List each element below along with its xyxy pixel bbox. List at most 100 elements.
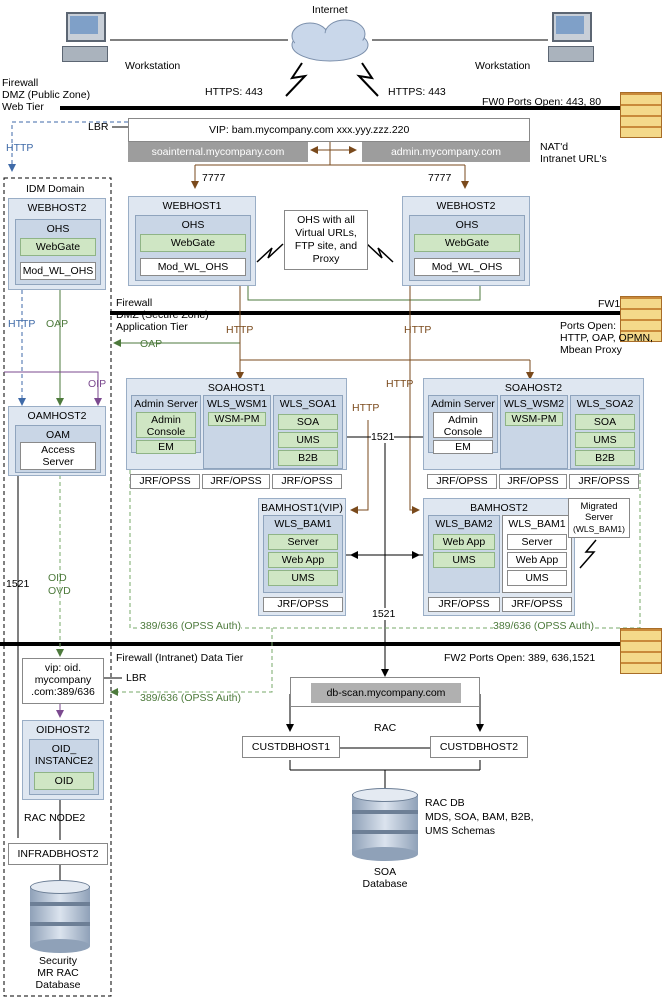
oid-label: OID [48,572,67,584]
vip-oid-box: vip: oid. mycompany .com:389/636 [22,658,104,704]
migrated-line2: Server [585,512,613,523]
soahost1: SOAHOST1 Admin Server Admin Console EM W… [126,378,347,470]
rac-label: RAC [374,722,397,734]
bamhost2-bam2-title: WLS_BAM2 [435,518,493,530]
webhost1: WEBHOST1 OHS WebGate Mod_WL_OHS [128,196,256,286]
soahost1-title: SOAHOST1 [207,382,266,394]
oidhost2-instance-line2: INSTANCE2 [34,755,94,767]
soahost2: SOAHOST2 Admin Server Admin Console EM W… [423,378,644,470]
soahost1-soa-title: WLS_SOA1 [279,398,337,410]
soahost1-ums-item: UMS [278,432,338,448]
bamhost1-ums: UMS [268,570,338,586]
bamhost2-bam1-title: WLS_BAM1 [508,518,566,530]
port-1521-left: 1521 [6,578,30,590]
rac-db-line3: UMS Schemas [425,825,496,837]
soahost1-b2b-item: B2B [278,450,338,466]
custdbhost2-label: CUSTDBHOST2 [439,741,519,753]
vip-oid-line3: .com:389/636 [31,686,95,698]
webhost2-ohs: OHS WebGate Mod_WL_OHS [409,215,525,281]
oamhost2-oam: OAM Access Server [15,425,101,473]
soa-database-icon [352,788,418,862]
oamhost2: OAMHOST2 OAM Access Server [8,406,106,476]
lbr-bottom-label: LBR [126,672,147,684]
soahost1-jrf-3: JRF/OPSS [272,474,342,489]
port-1521-b: 1521 [372,608,396,620]
rac-node2-label: RAC NODE2 [24,812,86,824]
workstation-right-label: Workstation [475,60,531,72]
oip-label: OIP [88,378,107,390]
http-mid3-label: HTTP [386,378,414,390]
ohs-note-line1: OHS with all [297,214,355,226]
security-db-line2: MR RAC [37,967,79,979]
dmz-public-line3: Web Tier [2,101,44,113]
webhost2-left-ohs-label: OHS [46,223,70,235]
admin-url: admin.mycompany.com [362,142,530,162]
dmz-public-line1: Firewall [2,77,39,89]
soahost1-wsm-pm: WSM-PM [208,412,266,426]
soahost1-wsm: WLS_WSM1 WSM-PM [203,395,271,469]
ohs-note-line4: Proxy [312,253,340,265]
soahost2-admin-title: Admin Server [431,398,495,410]
natd-line1: NAT'd [540,141,569,153]
ohs-note-line3: FTP site, and [294,240,358,252]
soahost2-jrf-3: JRF/OPSS [569,474,639,489]
security-database-icon [30,880,90,953]
bamhost1-jrf: JRF/OPSS [263,597,343,612]
soahost2-soa: WLS_SOA2 SOA UMS B2B [570,395,640,469]
oap-arrow-label: OAP [140,338,163,350]
webhost2-left-mod: Mod_WL_OHS [20,262,96,280]
webhost2-title: WEBHOST2 [436,200,496,212]
fw0-label: FW0 Ports Open: 443, 80 [482,96,602,108]
port-7777-right: 7777 [428,172,452,184]
soahost1-wsm-title: WLS_WSM1 [206,398,268,410]
workstation-left-label: Workstation [125,60,181,72]
opss-auth-right: 389/636 (OPSS Auth) [493,620,594,632]
webhost2-webgate: WebGate [414,234,520,252]
webhost1-title: WEBHOST1 [162,200,222,212]
soahost1-jrf-2: JRF/OPSS [202,474,270,489]
webhost2-left-ohs: OHS WebGate Mod_WL_OHS [15,219,101,285]
bamhost1: BAMHOST1(VIP) WLS_BAM1 Server Web App UM… [258,498,346,616]
http-mid2-label: HTTP [404,324,432,336]
console-line2: Console [146,426,186,438]
rac-db-line1: RAC DB [425,797,465,809]
http-idm-label: HTTP [8,318,36,330]
internet-label: Internet [312,4,348,16]
oidhost2: OIDHOST2 OID_ INSTANCE2 OID [22,720,104,800]
soahost2-b2b-item: B2B [575,450,635,466]
oidhost2-instance: OID_ INSTANCE2 OID [29,739,99,795]
soahost1-soa: WLS_SOA1 SOA UMS B2B [273,395,343,469]
webhost1-webgate: WebGate [140,234,246,252]
http-left-label: HTTP [6,142,34,154]
dmz-secure-line3: Application Tier [116,321,188,333]
webhost2-mod: Mod_WL_OHS [414,258,520,276]
soa-db-line2: Database [362,878,408,890]
access-line2: Server [42,456,74,468]
soahost2-soa-title: WLS_SOA2 [576,398,634,410]
soahost2-jrf-1: JRF/OPSS [427,474,497,489]
soahost2-title: SOAHOST2 [504,382,563,394]
bamhost2-bam1-ums: UMS [507,570,567,586]
fw1-ports-line2: HTTP, OAP, OPMN, [560,332,653,344]
soahost2-jrf-2: JRF/OPSS [499,474,567,489]
oidhost2-instance-line1: OID_ [51,743,77,755]
vip-top-box: VIP: bam.mycompany.com xxx.yyy.zzz.220 [128,118,530,142]
webhost2-left: WEBHOST2 OHS WebGate Mod_WL_OHS [8,198,106,290]
workstation-right-icon [548,12,596,62]
bamhost2-bam1-server: Server [507,534,567,550]
soahost2-ums-item: UMS [575,432,635,448]
firewall-fw2-icon [620,628,662,674]
soa-db-line1: SOA [373,866,397,878]
idm-domain-label: IDM Domain [26,183,85,195]
console2-line2: Console [443,426,483,438]
dmz-public-line2: DMZ (Public Zone) [2,89,91,101]
fw1-ports-line3: Mbean Proxy [560,344,622,356]
custdbhost1-label: CUSTDBHOST1 [251,741,331,753]
soahost2-em: EM [433,440,493,454]
bamhost2-bam1-webapp: Web App [507,552,567,568]
bamhost2-wls-bam2: WLS_BAM2 Web App UMS [428,515,500,593]
workstation-left-icon [62,12,110,62]
soahost2-wsm-pm: WSM-PM [505,412,563,426]
soainternal-url: soainternal.mycompany.com [128,142,308,162]
